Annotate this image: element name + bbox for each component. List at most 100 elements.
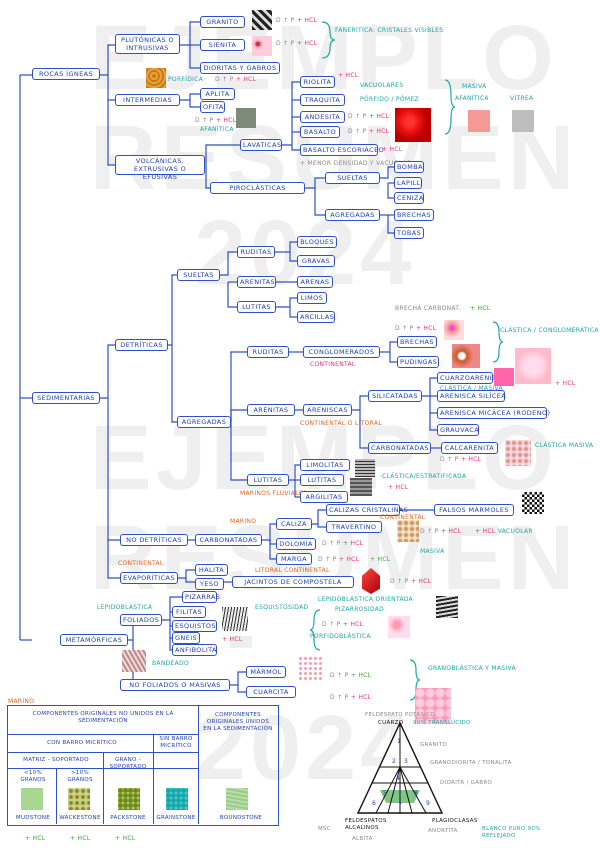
node-sed-agregadas[interactable]: Agregadas [177,416,231,428]
node-rocas-igneas[interactable]: Rocas ígneas [32,68,100,80]
node-gravas[interactable]: Gravas [297,255,335,267]
label-dp: d ↑ p [348,128,367,135]
node-foliados[interactable]: Foliados [120,614,162,626]
node-bomba[interactable]: Bomba [394,161,424,173]
node-arenitas[interactable]: Arenitas [237,276,276,288]
table-hcl-2: + HCl [70,835,90,842]
node-detriticas[interactable]: Detríticas [115,339,168,351]
table-sin-barro: Sin barro micrítico [156,736,196,750]
qap-side-diorita: Diorita / Gabro [440,780,492,787]
label-lepidoblastica: Lepidoblástica [97,604,152,611]
label-litoral-continental: Litoral continental [255,567,330,574]
node-evaporiticas[interactable]: Evaporíticas [120,572,178,584]
node-granito[interactable]: Granito [200,16,245,28]
node-arenisca-silicea[interactable]: Arenisca silícea [437,390,505,402]
node-ceniza[interactable]: Ceniza [394,192,424,204]
node-pizarras[interactable]: Pizarras [182,591,217,603]
label-pizarrosidad: Pizarrosidad [335,606,384,613]
table-componentes: Componentes originales no unidos en la s… [18,711,188,725]
node-dioritas-gabros[interactable]: Dioritas y gabros [200,62,280,74]
node-andesita[interactable]: Andesita [300,111,345,123]
node-sedimentarias[interactable]: Sedimentarias [32,392,100,404]
boundstone-swatch [226,788,248,810]
node-arcillas[interactable]: Arcillas [297,311,335,323]
node-lutitas[interactable]: Lutitas [237,301,276,313]
node-grauvaca[interactable]: Grauvaca [437,424,479,436]
node-sed-brechas[interactable]: Brechas [397,336,437,348]
node-yeso[interactable]: Yeso [195,578,224,590]
label-hcl: + HCl [343,621,363,628]
qap-right-label: Plagioclasas [432,818,478,825]
node-intermedias[interactable]: Intermedias [115,94,180,106]
node-ruditas[interactable]: Ruditas [237,246,275,258]
node-piroclasticas[interactable]: Piroclásticas [210,182,305,194]
qap-zone-3: 3 [404,758,408,765]
node-riolita[interactable]: Riolita [300,76,335,88]
node-areniscas[interactable]: Areniscas [303,404,352,416]
node-silicatadas[interactable]: Silicatadas [368,390,422,402]
node-cuarzoarenita[interactable]: Cuarzoarenita [437,372,493,384]
node-ruditas2[interactable]: Ruditas [247,346,289,358]
label-bandeado: Bandeado [152,660,189,667]
node-piro-brechas[interactable]: Brechas [394,209,434,221]
node-sienita[interactable]: Sienita [200,39,245,51]
node-anfibolita[interactable]: Anfibolita [172,644,217,656]
table-barro: Con barro micrítico [12,740,152,747]
node-tobas[interactable]: Tobas [394,227,424,239]
qap-zone-6: 6 [372,800,376,807]
node-arenisca-micacea[interactable]: Arenisca micácea (Rodeno) [437,407,547,419]
node-lapilli[interactable]: Lapilli [394,177,422,189]
node-lavaticas[interactable]: Lavaticas [240,139,282,151]
node-no-foliados[interactable]: No foliados o masivas [120,679,230,691]
table-hcl-1: + HCl [25,835,45,842]
node-esquistos[interactable]: Esquistos [172,620,217,632]
node-plutonicas[interactable]: Plutónicas o intrusivas [115,34,180,54]
node-piro-agregadas[interactable]: Agregadas [325,209,380,221]
label-brecha-carbonatada: Brecha carbonat. [395,305,461,312]
node-jacintos[interactable]: Jacintos de Compostela [232,576,354,588]
node-pudingas[interactable]: Pudingas [397,356,439,368]
node-arenitas2[interactable]: Arenitas [247,404,295,416]
node-marmol[interactable]: Mármol [246,666,286,678]
sienita-image [252,36,272,56]
node-gneis[interactable]: Gneis [172,632,200,644]
node-basalto[interactable]: Basalto [300,126,340,138]
node-limolitas[interactable]: Limolitas [300,459,350,471]
node-caliza[interactable]: Caliza [276,518,312,530]
label-afanitica: Afanítica [200,126,234,133]
qr-code-icon [522,492,544,514]
node-sed-sueltas[interactable]: Sueltas [177,269,220,281]
node-falsos-marmoles[interactable]: Falsos mármoles [434,504,514,516]
node-travertino[interactable]: Travertino [326,521,382,533]
node-volcanicas[interactable]: Volcánicas, extrusivas o efusivas [115,155,205,175]
label-hcl: + HCl [461,456,481,463]
node-metamorficas[interactable]: Metamórficas [60,634,128,646]
node-ofita[interactable]: Ofita [200,101,225,113]
node-carbonatadas2[interactable]: Carbonatadas [195,534,262,546]
node-marga[interactable]: Marga [276,553,312,565]
node-no-detriticas[interactable]: No detríticas [120,534,188,546]
node-argilitas[interactable]: Argilitas [300,491,348,503]
node-piro-sueltas[interactable]: Sueltas [325,172,380,184]
lutitas-image [350,478,372,496]
node-calcarenita[interactable]: Calcarenita [441,442,498,454]
node-carbonatadas[interactable]: Carbonatadas [368,442,431,454]
node-limos[interactable]: Limos [297,292,327,304]
node-cuarcita[interactable]: Cuarcita [246,686,296,698]
node-lutitas2[interactable]: Lutitas [247,474,289,486]
qap-top-label: Cuarzo [378,720,403,727]
node-aplita[interactable]: Aplita [200,88,235,100]
node-basalto-escoriaceo[interactable]: Basalto escoriáceo [300,144,378,156]
carbonate-classification-table: Componentes originales no unidos en la s… [7,705,279,826]
node-dolomia[interactable]: Dolomía [276,538,316,550]
node-conglomerados[interactable]: Conglomerados [303,346,380,358]
node-filitas[interactable]: Filitas [172,606,206,618]
label-dp: d ↑ p [195,117,214,124]
node-arenas[interactable]: Arenas [297,276,333,288]
node-bloques[interactable]: Bloques [297,236,337,248]
node-halita[interactable]: Halita [195,564,228,576]
node-traquita[interactable]: Traquita [300,94,345,106]
qap-anortita: Anortita [428,828,458,835]
node-lutitas3[interactable]: Lutitas [300,474,344,486]
packstone-swatch [118,788,140,810]
